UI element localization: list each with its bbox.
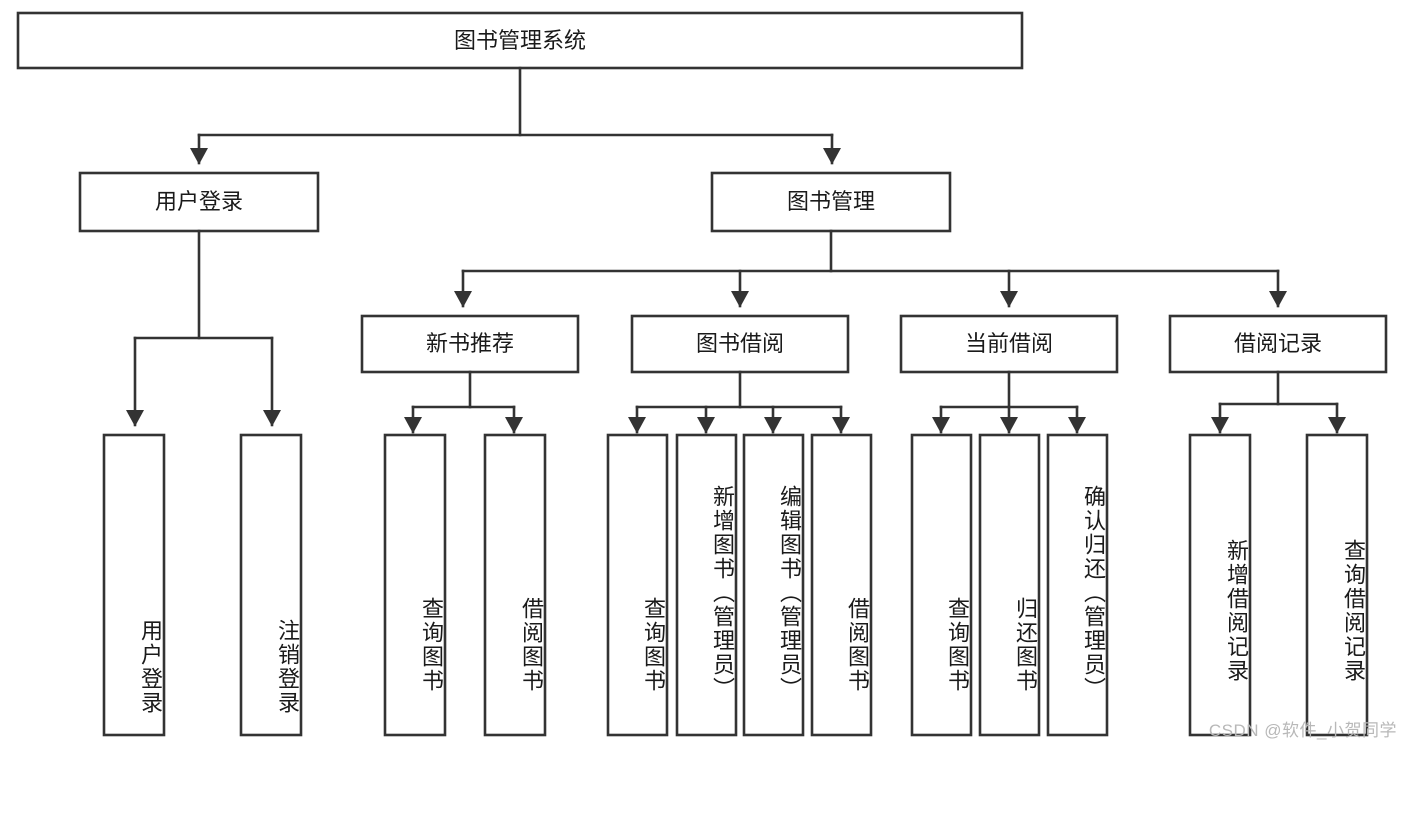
- diagram-canvas: 图书管理系统 用户登录 图书管理: [16, 11, 1397, 740]
- leaf-box-logout[interactable]: [239, 433, 303, 737]
- connector-book-borrow-to-leaves: [627, 370, 851, 434]
- node-book-borrow[interactable]: 图书借阅: [630, 314, 850, 374]
- root-label: 图书管理系统: [454, 28, 586, 53]
- leaf-box-bb-query-book[interactable]: [606, 433, 669, 737]
- leaf-box-cb-confirm-return[interactable]: [1046, 433, 1109, 737]
- leaf-box-cb-return-book[interactable]: [978, 433, 1041, 737]
- current-borrow-box[interactable]: [899, 314, 1119, 374]
- connector-root-to-level2: [189, 66, 842, 165]
- new-book-recommend-box[interactable]: [360, 314, 580, 374]
- connector-borrow-record-to-leaves: [1210, 370, 1347, 434]
- user-login-label: 用户登录: [155, 189, 243, 214]
- hierarchy-tree-svg: 图书管理系统 用户登录 图书管理: [16, 11, 1388, 737]
- leaf-box-bb-edit-book[interactable]: [742, 433, 805, 737]
- node-book-manage[interactable]: 图书管理: [710, 171, 952, 233]
- connector-user-login-to-leaves: [125, 229, 282, 427]
- book-borrow-box[interactable]: [630, 314, 850, 374]
- root-box[interactable]: [16, 11, 1024, 70]
- node-user-login[interactable]: 用户登录: [78, 171, 320, 233]
- borrow-record-box[interactable]: [1168, 314, 1388, 374]
- new-book-recommend-label: 新书推荐: [426, 331, 514, 356]
- connector-current-borrow-to-leaves: [931, 370, 1087, 434]
- node-borrow-record[interactable]: 借阅记录: [1168, 314, 1388, 374]
- leaf-box-br-add-record[interactable]: [1188, 433, 1252, 737]
- book-manage-label: 图书管理: [787, 189, 875, 214]
- book-manage-box[interactable]: [710, 171, 952, 233]
- node-current-borrow[interactable]: 当前借阅: [899, 314, 1119, 374]
- leaf-box-bb-borrow-book[interactable]: [810, 433, 873, 737]
- node-new-book-recommend[interactable]: 新书推荐: [360, 314, 580, 374]
- leaf-box-bb-add-book[interactable]: [675, 433, 738, 737]
- connector-new-book-to-leaves: [403, 370, 524, 434]
- leaf-box-nb-borrow-book[interactable]: [483, 433, 547, 737]
- current-borrow-label: 当前借阅: [965, 331, 1053, 356]
- node-root[interactable]: 图书管理系统: [16, 11, 1024, 70]
- leaf-box-nb-query-book[interactable]: [383, 433, 447, 737]
- book-borrow-label: 图书借阅: [696, 331, 784, 356]
- leaf-box-br-query-record[interactable]: [1305, 433, 1369, 737]
- leaf-box-cb-query-book[interactable]: [910, 433, 973, 737]
- connector-book-manage-to-level3: [453, 229, 1288, 308]
- borrow-record-label: 借阅记录: [1234, 331, 1322, 356]
- leaf-box-user-login[interactable]: [102, 433, 166, 737]
- watermark: CSDN @软件_小贺同学: [1208, 721, 1397, 740]
